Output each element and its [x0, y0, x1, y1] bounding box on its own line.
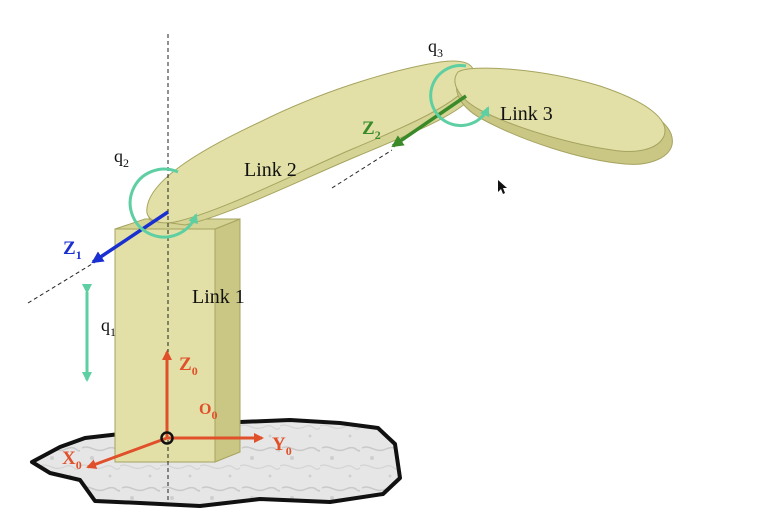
q3-rotation-arrow — [429, 64, 490, 127]
mouse-cursor-icon — [498, 180, 507, 194]
o0-label: O0 — [199, 401, 217, 422]
link-3-label: Link 3 — [500, 103, 553, 125]
link-2-body — [146, 60, 481, 226]
link-1-body — [114, 218, 241, 463]
origin-o0-marker — [160, 431, 174, 445]
z2-axis-dashed-line — [331, 149, 393, 189]
q2-rotation-arrow — [128, 167, 198, 239]
x0-arrow — [86, 436, 168, 469]
link-1-label: Link 1 — [192, 286, 245, 308]
z1-arrow — [91, 210, 169, 264]
q1-label: q1 — [101, 315, 116, 339]
q2-label: q2 — [114, 146, 129, 170]
z1-label: Z1 — [63, 238, 82, 262]
link-3-body — [454, 67, 673, 165]
z2-label: Z2 — [362, 118, 381, 142]
link-2-label: Link 2 — [244, 159, 297, 181]
z2-arrow — [391, 94, 467, 148]
x0-label: X0 — [62, 448, 82, 472]
y0-label: Y0 — [272, 434, 292, 458]
z1-axis-dashed-line — [27, 263, 93, 304]
q3-label: q3 — [428, 36, 443, 60]
z0-label: Z0 — [179, 354, 198, 378]
